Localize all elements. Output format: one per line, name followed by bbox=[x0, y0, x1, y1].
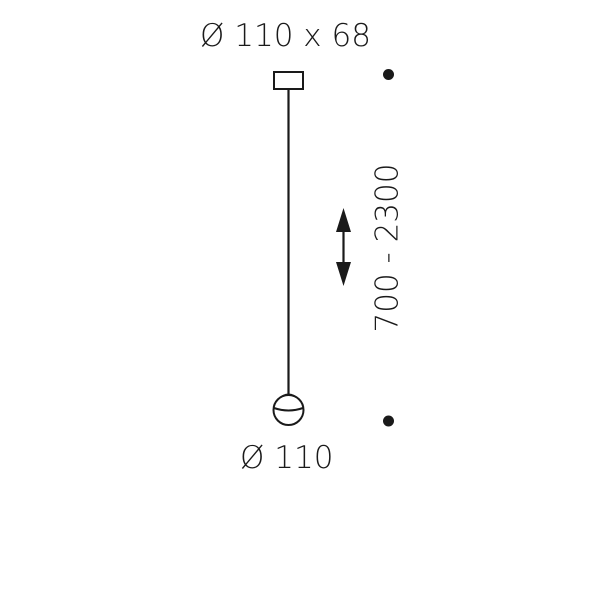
lamp-shade bbox=[272, 393, 305, 426]
ceiling-canopy bbox=[273, 71, 304, 90]
dot-marker-icon bbox=[383, 415, 394, 427]
canopy-dimension-label: Ø 110 x 68 bbox=[200, 18, 371, 54]
shade-dimension-label: Ø 110 bbox=[240, 440, 334, 476]
dot-marker-icon bbox=[383, 69, 394, 80]
double-arrow-vertical-icon bbox=[336, 208, 351, 286]
height-range-label: 700 - 2300 bbox=[369, 163, 406, 333]
